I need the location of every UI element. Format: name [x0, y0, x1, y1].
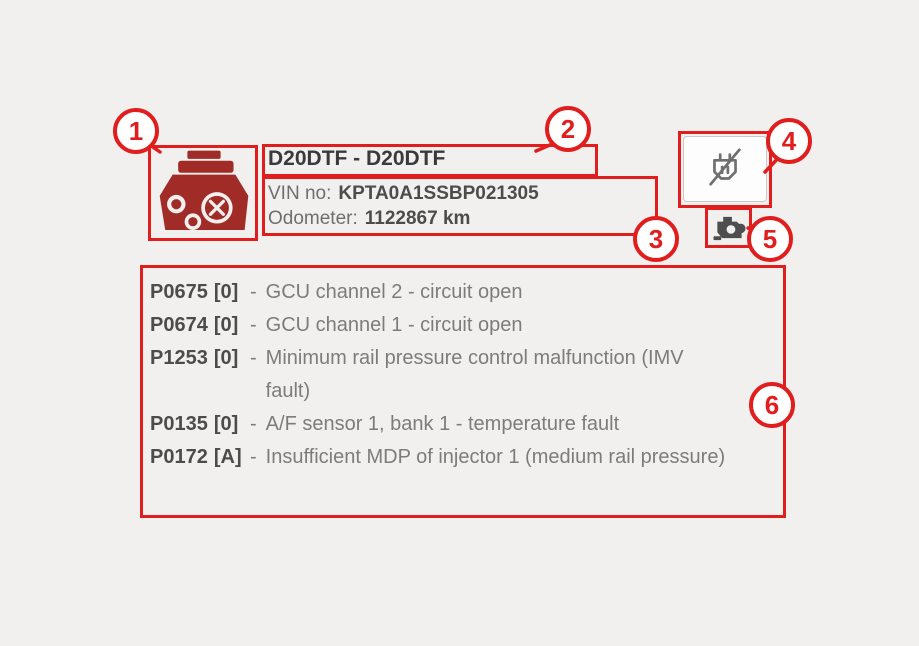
- dtc-row[interactable]: P0135[0] - A/F sensor 1, bank 1 - temper…: [150, 408, 778, 441]
- dtc-separator: -: [250, 314, 257, 336]
- dtc-separator: -: [250, 281, 257, 303]
- callout-5: 5: [747, 216, 793, 262]
- dtc-flag: [0]: [213, 281, 239, 303]
- dtc-code: P0172: [150, 446, 208, 468]
- dtc-flag: [0]: [213, 347, 239, 369]
- dtc-code: P0675: [150, 281, 208, 303]
- callout-2: 2: [545, 106, 591, 152]
- engine-icon: [156, 150, 252, 238]
- callout-1: 1: [113, 108, 159, 154]
- dtc-code: P0135: [150, 413, 208, 435]
- dtc-description: GCU channel 1 - circuit open: [265, 314, 523, 336]
- callout-3: 3: [633, 216, 679, 262]
- dtc-row[interactable]: P0675[0] - GCU channel 2 - circuit open: [150, 276, 778, 309]
- dtc-separator: -: [250, 446, 257, 468]
- vehicle-title: D20DTF - D20DTF: [268, 147, 446, 170]
- dtc-flag: [0]: [213, 413, 239, 435]
- vin-row: VIN no: KPTA0A1SSBP021305: [268, 183, 539, 205]
- odometer-label: Odometer:: [268, 208, 358, 229]
- dtc-separator: -: [250, 347, 257, 369]
- dtc-code: P0674: [150, 314, 208, 336]
- vin-value: KPTA0A1SSBP021305: [338, 183, 539, 204]
- dtc-flag: [A]: [213, 446, 242, 468]
- dtc-description: Insufficient MDP of injector 1 (medium r…: [265, 446, 726, 468]
- dtc-description: Minimum rail pressure control malfunctio…: [265, 347, 684, 402]
- dtc-list: P0675[0] - GCU channel 2 - circuit open …: [150, 276, 778, 474]
- connector-disconnected-icon: [702, 144, 748, 195]
- odometer-row: Odometer: 1122867 km: [268, 208, 470, 230]
- dtc-description: A/F sensor 1, bank 1 - temperature fault: [265, 413, 620, 435]
- callout-6: 6: [749, 382, 795, 428]
- vin-label: VIN no:: [268, 183, 332, 204]
- odometer-value: 1122867 km: [364, 208, 471, 229]
- dtc-code: P1253: [150, 347, 208, 369]
- engine-adapter-icon[interactable]: [711, 211, 747, 244]
- dtc-flag: [0]: [213, 314, 239, 336]
- dtc-row[interactable]: P0674[0] - GCU channel 1 - circuit open: [150, 309, 778, 342]
- dtc-row[interactable]: P0172[A] - Insufficient MDP of injector …: [150, 441, 778, 474]
- dtc-separator: -: [250, 413, 257, 435]
- connection-status-button[interactable]: [683, 136, 767, 202]
- dtc-row[interactable]: P1253[0] - Minimum rail pressure control…: [150, 342, 778, 408]
- dtc-description: GCU channel 2 - circuit open: [265, 281, 523, 303]
- callout-4: 4: [766, 118, 812, 164]
